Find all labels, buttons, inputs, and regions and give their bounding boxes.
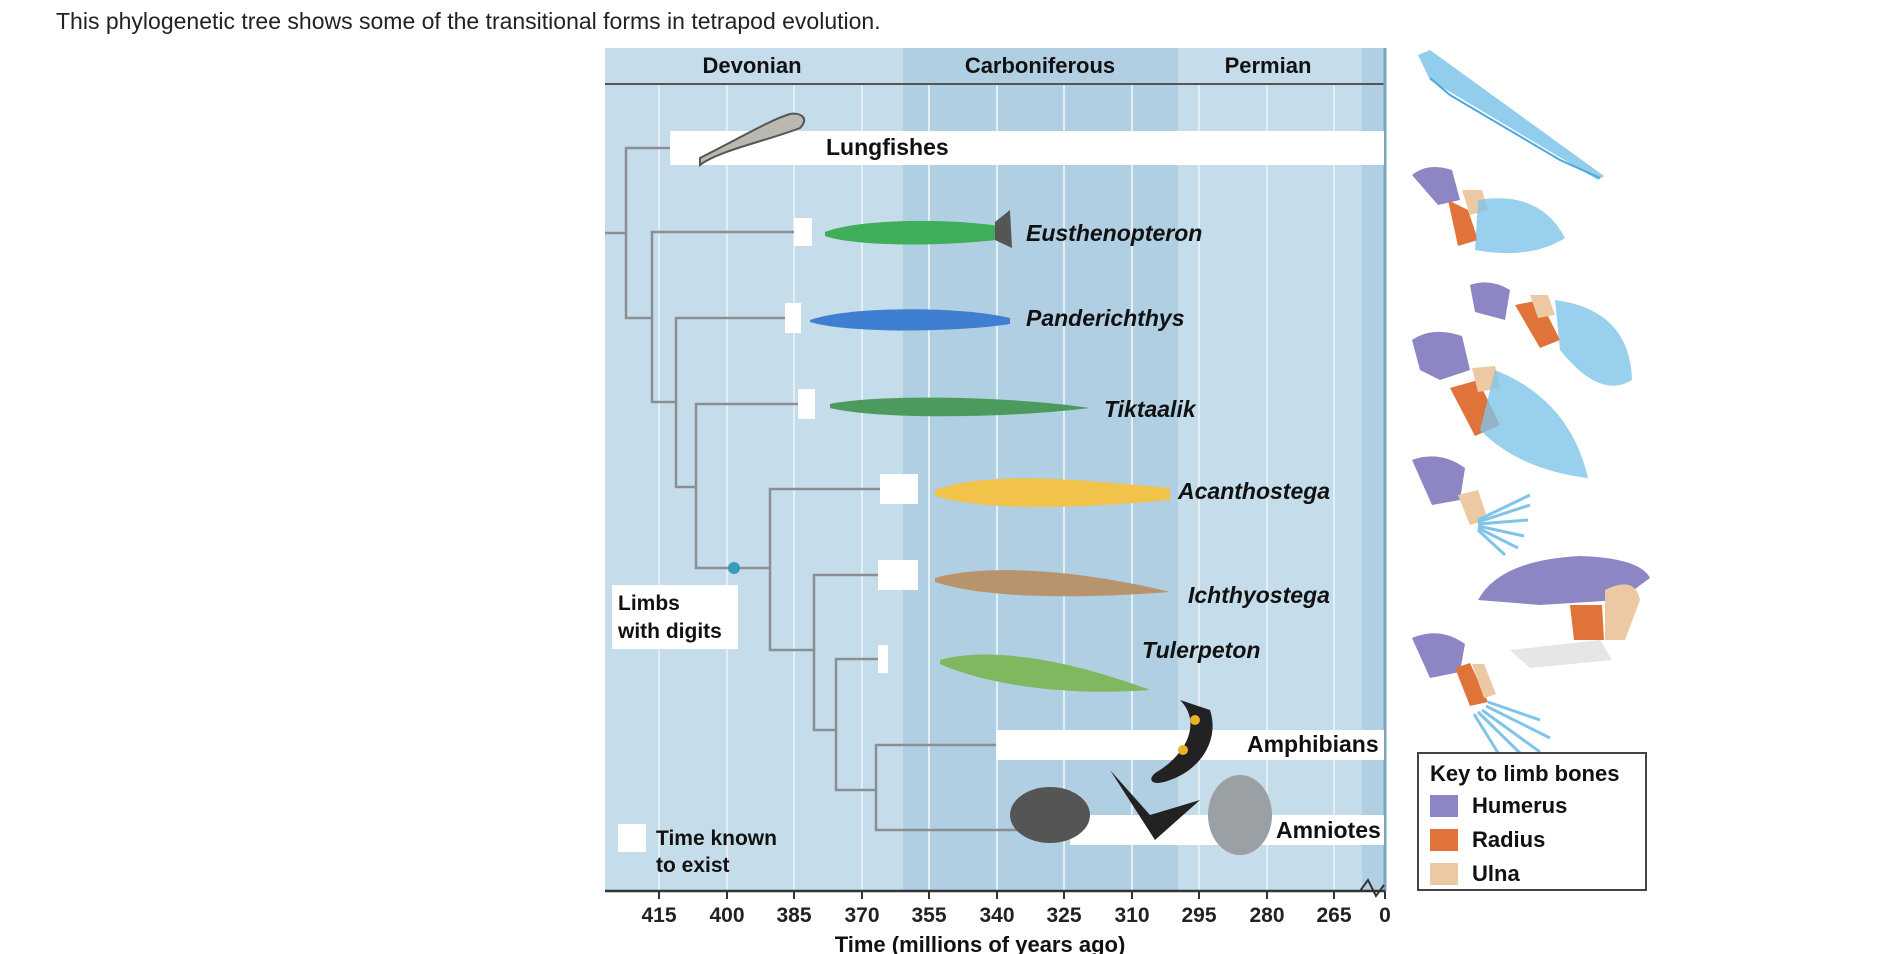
tick-415: 415 [641, 904, 676, 927]
axis-break-mark [1359, 878, 1385, 898]
tick-310: 310 [1114, 904, 1149, 927]
key-label-ulna: Ulna [1472, 861, 1520, 886]
tiktaalik-fin-bones [1412, 331, 1588, 478]
panderichthys-fin-bones [1470, 282, 1632, 386]
eusthenopteron-fin-bones [1412, 166, 1565, 254]
limb-bone-drawings [1412, 50, 1650, 757]
figure-caption: This phylogenetic tree shows some of the… [56, 8, 881, 34]
period-devonian: Devonian [702, 53, 801, 78]
amniotes-icon [1010, 770, 1272, 855]
tick-355: 355 [911, 904, 946, 927]
time-known-line1: Time known [656, 827, 777, 850]
limbs-node-dot [728, 562, 740, 574]
acanthostega-digits [1476, 493, 1531, 557]
tick-295: 295 [1181, 904, 1216, 927]
tick-0: 0 [1379, 904, 1391, 927]
label-ichthyostega: Ichthyostega [1188, 582, 1330, 608]
lungfish-icon [699, 112, 806, 167]
key-title: Key to limb bones [1430, 761, 1619, 786]
tick-385: 385 [776, 904, 811, 927]
panderichthys-icon [810, 309, 1010, 331]
limbs-label-line1: Limbs [618, 592, 680, 615]
label-panderichthys: Panderichthys [1026, 305, 1185, 331]
limbs-callout-box [612, 585, 738, 649]
acanthostega-limb-bones [1412, 456, 1531, 557]
tulerpeton-limb-bones [1412, 633, 1551, 757]
label-acanthostega: Acanthostega [1177, 478, 1330, 504]
tick-325: 325 [1046, 904, 1081, 927]
label-eusthenopteron: Eusthenopteron [1026, 220, 1202, 246]
tick-370: 370 [844, 904, 879, 927]
ichthyostega-icon [935, 570, 1170, 597]
lungfish-fin-bones [1418, 50, 1604, 180]
eusthenopteron-icon [825, 210, 1012, 248]
carboniferous-band [903, 48, 1178, 891]
label-amphibians: Amphibians [1247, 731, 1379, 757]
tick-265: 265 [1316, 904, 1351, 927]
period-carboniferous: Carboniferous [965, 53, 1115, 78]
tick-400: 400 [709, 904, 744, 927]
period-permian: Permian [1225, 53, 1312, 78]
label-lungfishes: Lungfishes [826, 134, 949, 160]
label-tiktaalik: Tiktaalik [1104, 396, 1197, 422]
time-known-line2: to exist [656, 854, 730, 877]
x-axis-ticks [658, 891, 1386, 899]
label-amniotes: Amniotes [1276, 817, 1381, 843]
salamander-icon [1151, 700, 1213, 783]
ichthyostega-limb-bones [1478, 556, 1650, 668]
tulerpeton-icon [940, 654, 1150, 692]
tick-280: 280 [1249, 904, 1284, 927]
key-label-radius: Radius [1472, 827, 1545, 852]
tick-340: 340 [979, 904, 1014, 927]
label-tulerpeton: Tulerpeton [1142, 637, 1260, 663]
time-known-swatch [618, 824, 646, 852]
key-label-humerus: Humerus [1472, 793, 1567, 818]
acanthostega-icon [935, 478, 1170, 507]
tiktaalik-icon [830, 397, 1090, 417]
key-swatch-humerus [1430, 795, 1458, 817]
tulerpeton-digits [1472, 700, 1551, 757]
limbs-label-line2: with digits [617, 620, 722, 643]
key-swatch-ulna [1430, 863, 1458, 885]
recent-band [1362, 48, 1385, 891]
x-axis-label: Time (millions of years ago) [835, 932, 1126, 954]
key-swatch-radius [1430, 829, 1458, 851]
tree-branches [605, 146, 1070, 832]
limb-bone-key: Key to limb bones Humerus Radius Ulna [1417, 752, 1647, 891]
